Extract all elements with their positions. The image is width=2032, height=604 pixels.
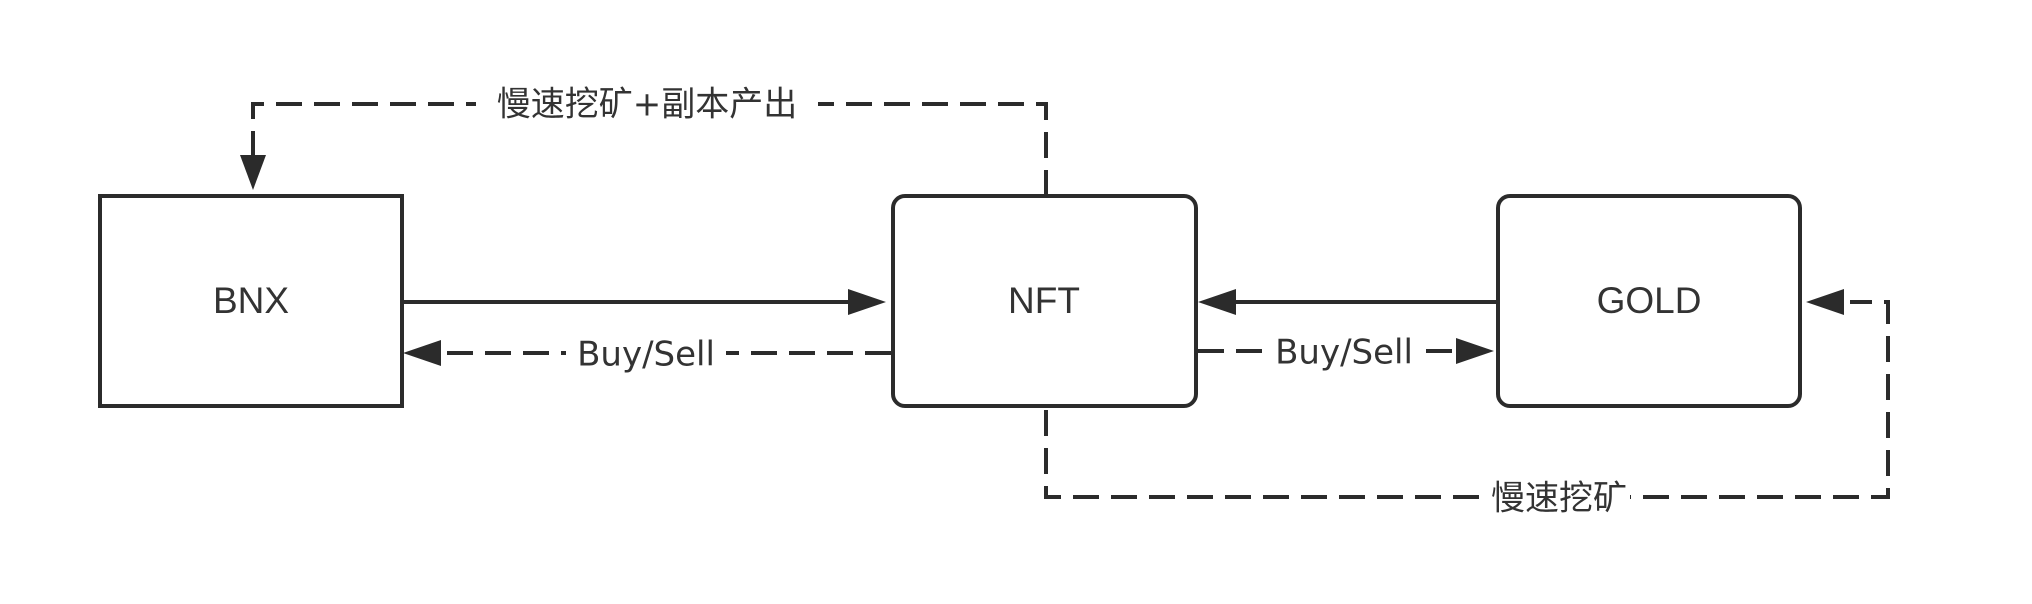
node-label: NFT <box>1008 280 1080 321</box>
edge-label-bg <box>1264 333 1424 371</box>
edge-line <box>1044 300 1890 499</box>
edge-label-bg <box>476 86 818 124</box>
edge-label: Buy/Sell <box>1275 333 1413 373</box>
arrowhead-left-icon <box>1806 289 1844 315</box>
arrowhead-down-icon <box>240 155 266 190</box>
edge-line <box>251 102 1048 196</box>
node-bnx: BNX <box>98 194 404 408</box>
node-box <box>98 194 404 408</box>
edge-label: 慢速挖矿+副本产出 <box>497 85 798 125</box>
edge-label-bg <box>566 335 726 373</box>
edge-nft-to-bnx-mining: 慢速挖矿+副本产出 <box>240 85 1048 196</box>
edge-nft-to-bnx-trade: Buy/Sell <box>403 335 891 375</box>
node-gold: GOLD <box>1496 194 1802 408</box>
arrowhead-right-icon <box>848 289 886 315</box>
edge-bnx-to-nft <box>403 289 886 315</box>
arrowhead-right-icon <box>1456 338 1494 364</box>
node-box <box>891 194 1198 408</box>
edge-gold-to-nft <box>1198 289 1496 315</box>
edge-label-bg <box>1488 479 1630 517</box>
node-label: BNX <box>213 280 289 321</box>
edge-nft-to-gold-mining: 慢速挖矿 <box>1044 289 1890 519</box>
edge-label: 慢速挖矿 <box>1491 479 1627 519</box>
node-label: GOLD <box>1597 280 1702 321</box>
edge-nft-to-gold-trade: Buy/Sell <box>1198 333 1494 373</box>
edge-label: Buy/Sell <box>577 335 715 375</box>
arrowhead-left-icon <box>403 340 441 366</box>
node-nft: NFT <box>891 194 1198 408</box>
node-box <box>1496 194 1802 408</box>
arrowhead-left-icon <box>1198 289 1236 315</box>
